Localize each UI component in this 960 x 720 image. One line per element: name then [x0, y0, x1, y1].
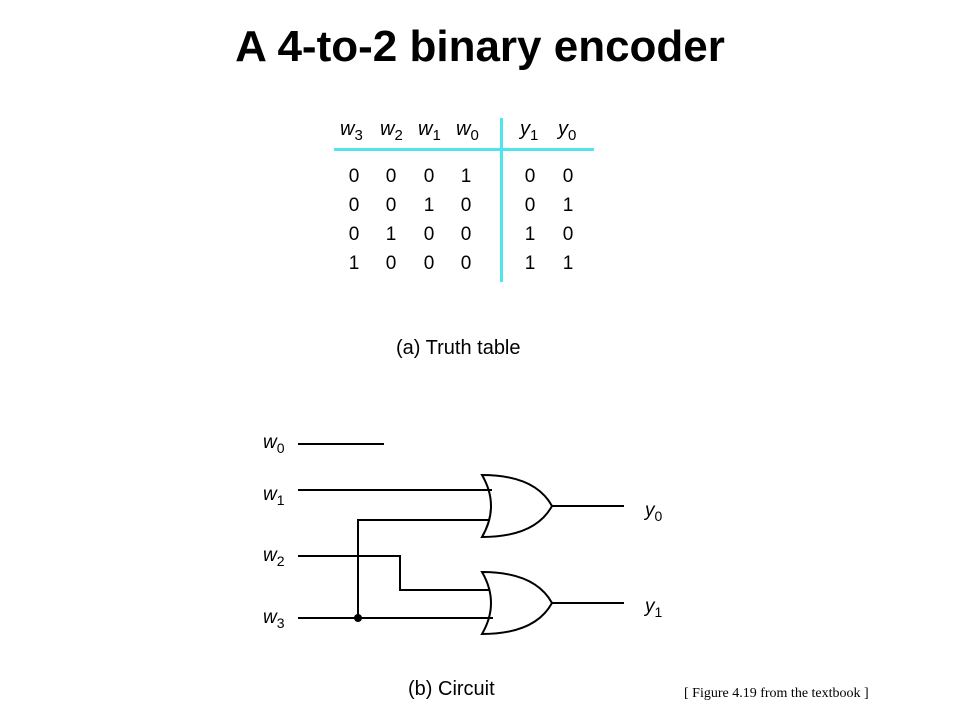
circuit-label-y0: y0 — [645, 500, 662, 524]
header-letter: y — [558, 118, 568, 140]
signal-subscript: 3 — [276, 615, 285, 631]
wire-w2 — [298, 555, 490, 591]
table-cell: 0 — [348, 195, 360, 216]
table-cell: 0 — [348, 166, 360, 187]
signal-subscript: 0 — [276, 440, 285, 456]
table-divider-rule — [500, 118, 503, 282]
header-w3: w3 — [340, 118, 363, 144]
header-subscript: 3 — [354, 127, 363, 144]
header-subscript: 1 — [530, 127, 539, 144]
table-cell: 0 — [423, 253, 435, 274]
table-cell: 1 — [524, 253, 536, 274]
header-subscript: 0 — [470, 127, 479, 144]
signal-letter: w — [263, 432, 277, 453]
signal-subscript: 2 — [276, 553, 285, 569]
table-cell: 0 — [423, 224, 435, 245]
table-cell: 1 — [562, 195, 574, 216]
table-cell: 0 — [460, 224, 472, 245]
table-cell: 0 — [562, 224, 574, 245]
header-y1: y1 — [520, 118, 538, 144]
table-cell: 0 — [562, 166, 574, 187]
circuit-label-w0: w0 — [263, 432, 285, 456]
table-cell: 0 — [385, 253, 397, 274]
signal-subscript: 1 — [276, 492, 285, 508]
table-cell: 0 — [460, 195, 472, 216]
header-w1: w1 — [418, 118, 441, 144]
header-letter: y — [520, 118, 530, 140]
header-y0: y0 — [558, 118, 576, 144]
table-cell: 1 — [348, 253, 360, 274]
table-cell: 0 — [524, 166, 536, 187]
table-cell: 1 — [385, 224, 397, 245]
circuit-caption: (b) Circuit — [408, 678, 495, 700]
table-cell: 0 — [524, 195, 536, 216]
table-cell: 0 — [348, 224, 360, 245]
or-gate-y0 — [480, 473, 554, 539]
table-cell: 0 — [385, 195, 397, 216]
header-letter: w — [418, 118, 433, 140]
header-subscript: 1 — [432, 127, 441, 144]
table-cell: 1 — [460, 166, 472, 187]
table-cell: 0 — [460, 253, 472, 274]
junction-dot — [354, 614, 362, 622]
table-header-rule — [334, 148, 594, 151]
signal-subscript: 1 — [654, 604, 663, 620]
table-cell: 0 — [423, 166, 435, 187]
header-w0: w0 — [456, 118, 479, 144]
signal-letter: w — [263, 545, 277, 566]
source-note: [ Figure 4.19 from the textbook ] — [684, 686, 869, 701]
signal-letter: w — [263, 484, 277, 505]
signal-letter: y — [645, 596, 655, 617]
table-cell: 0 — [385, 166, 397, 187]
header-letter: w — [380, 118, 395, 140]
header-subscript: 0 — [568, 127, 577, 144]
circuit-label-w3: w3 — [263, 607, 285, 631]
header-letter: w — [340, 118, 355, 140]
slide-title: A 4-to-2 binary encoder — [235, 22, 725, 71]
header-w2: w2 — [380, 118, 403, 144]
header-letter: w — [456, 118, 471, 140]
signal-letter: y — [645, 500, 655, 521]
circuit-label-w2: w2 — [263, 545, 285, 569]
circuit-label-w1: w1 — [263, 484, 285, 508]
table-cell: 1 — [423, 195, 435, 216]
signal-letter: w — [263, 607, 277, 628]
circuit-label-y1: y1 — [645, 596, 662, 620]
table-cell: 1 — [524, 224, 536, 245]
or-gate-y1 — [480, 570, 554, 636]
wire-w3-branch — [357, 519, 490, 618]
header-subscript: 2 — [394, 127, 403, 144]
truth-table-caption: (a) Truth table — [396, 337, 521, 359]
table-cell: 1 — [562, 253, 574, 274]
signal-subscript: 0 — [654, 508, 663, 524]
